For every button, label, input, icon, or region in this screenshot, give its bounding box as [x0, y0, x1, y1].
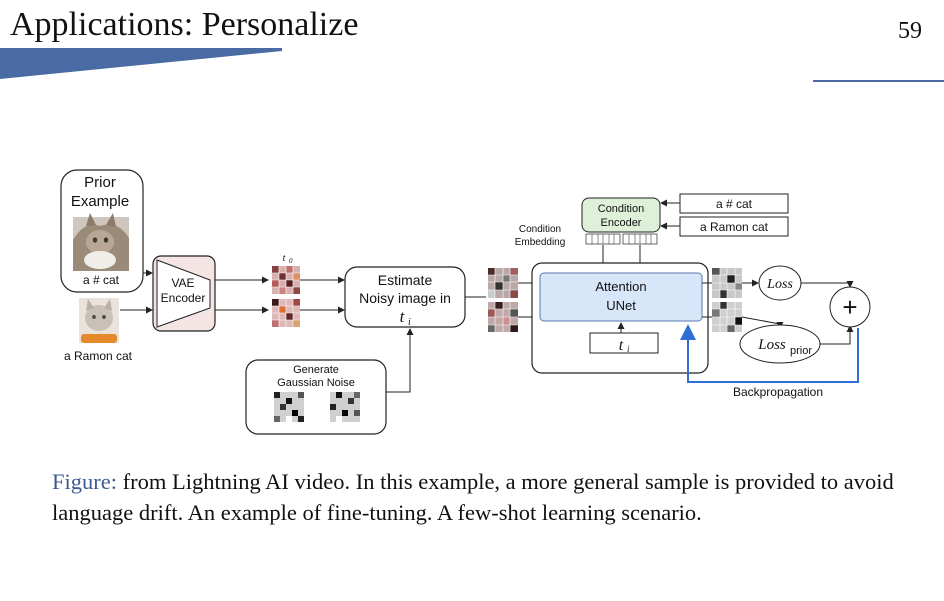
- noise-line1: Generate: [293, 364, 339, 376]
- condition-encoder: Condition Encoder: [581, 197, 661, 233]
- unet-line2: UNet: [606, 298, 636, 313]
- unet-line1: Attention: [595, 279, 646, 294]
- condition-encoder-line1: Condition: [598, 203, 644, 215]
- noisy-latent-bottom: [488, 302, 518, 332]
- output-grid-top: [712, 268, 742, 298]
- attention-unet: Attention UNet: [539, 272, 703, 322]
- loss-label: Loss: [766, 277, 793, 292]
- vae-encoder: VAE Encoder: [152, 255, 216, 332]
- prompt-box-2: a Ramon cat: [679, 216, 789, 237]
- prompt-box-1: a # cat: [679, 193, 789, 214]
- condition-embedding-line1: Condition: [519, 224, 561, 235]
- dreambooth-diagram: Prior Example a # cat a Ramon cat VAE: [60, 169, 871, 435]
- loss-prior-sub: prior: [790, 345, 812, 357]
- loss-prior-label: Loss: [757, 337, 786, 353]
- loss-node: Loss: [758, 265, 802, 301]
- prompt-box-2-text: a Ramon cat: [700, 220, 769, 234]
- caption-lead: Figure:: [52, 469, 117, 494]
- noisy-latent-top: [488, 268, 518, 298]
- unet-timestep-box: t i: [589, 332, 659, 354]
- estimate-ti: t: [400, 307, 406, 326]
- figure-caption: Figure: from Lightning AI video. In this…: [52, 466, 902, 528]
- vae-label-line2: Encoder: [161, 291, 206, 305]
- backprop-label: Backpropagation: [733, 385, 823, 399]
- sum-symbol: +: [842, 292, 857, 322]
- embedding-tokens: [585, 233, 658, 245]
- prior-cat-image: [73, 213, 129, 271]
- latent-grid-top: [272, 266, 300, 294]
- t0-subscript: 0: [289, 257, 293, 265]
- loss-prior-node: Loss prior: [739, 324, 821, 364]
- condition-encoder-line2: Encoder: [601, 217, 642, 229]
- estimate-noisy-box: Estimate Noisy image in t i: [344, 266, 466, 328]
- condition-embedding-line2: Embedding: [515, 237, 566, 248]
- prior-title-line2: Example: [71, 193, 129, 210]
- unet-ti-sub: i: [627, 344, 630, 354]
- prior-example-box: Prior Example a # cat: [60, 169, 144, 293]
- instance-prompt: a Ramon cat: [64, 349, 133, 363]
- gaussian-noise-box: Generate Gaussian Noise: [245, 359, 387, 435]
- estimate-ti-sub: i: [408, 317, 411, 328]
- sum-node: +: [829, 286, 871, 328]
- noise-grid-left: [274, 392, 304, 422]
- ramon-cat-image: [79, 298, 119, 343]
- output-grid-bottom: [712, 302, 742, 332]
- prior-title-line1: Prior: [84, 174, 116, 191]
- caption-text: from Lightning AI video. In this example…: [52, 469, 894, 525]
- backprop-arrow: [680, 324, 859, 383]
- noise-grid-right: [330, 392, 360, 422]
- estimate-line2: Noisy image in: [359, 290, 451, 306]
- prompt-box-1-text: a # cat: [716, 197, 753, 211]
- title-rule: [813, 80, 944, 82]
- t0-label: t: [283, 253, 286, 264]
- prior-prompt: a # cat: [83, 273, 120, 287]
- vae-label-line1: VAE: [171, 276, 194, 290]
- latent-grid-bottom: [272, 299, 300, 327]
- page-number: 59: [898, 18, 922, 44]
- unet-ti: t: [619, 337, 624, 354]
- title-accent-bar: [0, 48, 282, 79]
- slide-title: Applications: Personalize: [10, 6, 359, 43]
- noise-line2: Gaussian Noise: [277, 377, 355, 389]
- estimate-line1: Estimate: [378, 272, 433, 288]
